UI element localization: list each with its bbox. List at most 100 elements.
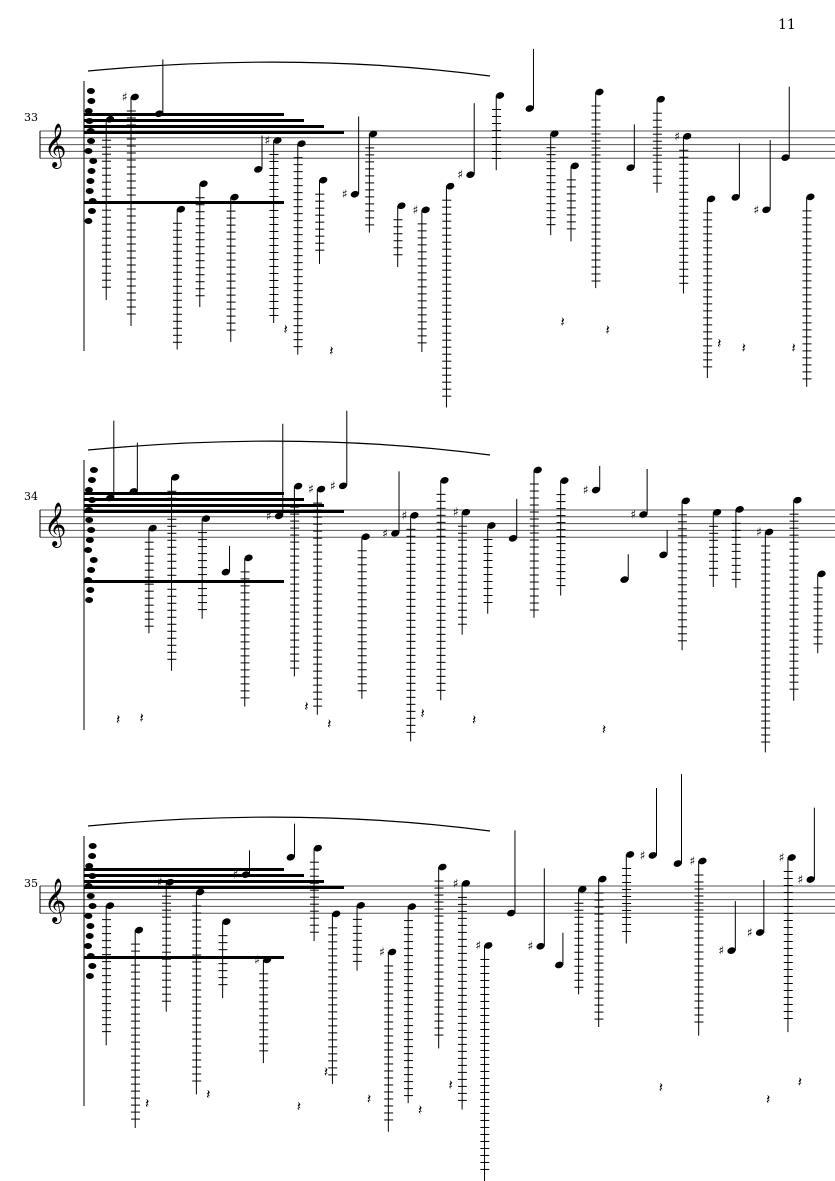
notehead bbox=[525, 105, 534, 112]
sharp-icon: ♯ bbox=[756, 525, 762, 539]
notehead bbox=[731, 193, 740, 201]
notehead bbox=[787, 854, 796, 861]
rest-icon: 𝄽 bbox=[283, 322, 287, 338]
beam bbox=[84, 131, 344, 134]
notehead bbox=[484, 942, 493, 949]
notehead bbox=[84, 487, 93, 493]
beam bbox=[84, 868, 284, 871]
notehead bbox=[148, 524, 157, 532]
notehead bbox=[254, 166, 263, 173]
sharp-icon: ♯ bbox=[254, 953, 260, 967]
notehead bbox=[407, 903, 417, 910]
rest-icon: 𝄽 bbox=[602, 722, 606, 738]
notehead bbox=[440, 477, 449, 484]
sharp-icon: ♯ bbox=[413, 203, 419, 217]
notehead bbox=[550, 130, 559, 138]
notehead bbox=[639, 511, 648, 518]
notehead bbox=[735, 506, 744, 513]
beam bbox=[84, 201, 284, 204]
measure-number-35: 35 bbox=[24, 877, 38, 890]
rest-icon: 𝄽 bbox=[791, 340, 795, 356]
notehead bbox=[391, 529, 400, 537]
notehead bbox=[286, 853, 295, 861]
sharp-icon: ♯ bbox=[798, 872, 804, 886]
notehead bbox=[86, 88, 95, 94]
notehead bbox=[297, 140, 306, 147]
rest-icon: 𝄽 bbox=[145, 1096, 149, 1112]
notehead bbox=[781, 154, 790, 161]
sharp-icon: ♯ bbox=[401, 508, 407, 522]
notehead bbox=[560, 477, 569, 484]
notehead bbox=[461, 880, 471, 887]
notehead bbox=[595, 88, 604, 96]
notehead bbox=[85, 597, 94, 603]
notehead bbox=[659, 551, 668, 559]
notehead bbox=[332, 910, 341, 918]
rest-icon: 𝄽 bbox=[140, 711, 144, 727]
notehead bbox=[817, 570, 826, 578]
notehead bbox=[648, 852, 657, 859]
notehead bbox=[570, 162, 579, 170]
notehead bbox=[673, 860, 682, 867]
beam bbox=[84, 886, 344, 889]
notehead bbox=[350, 190, 359, 198]
sharp-icon: ♯ bbox=[122, 90, 128, 104]
notehead bbox=[361, 533, 370, 541]
notehead bbox=[87, 208, 96, 214]
beam bbox=[84, 492, 284, 495]
notehead bbox=[105, 494, 115, 502]
notehead bbox=[806, 193, 815, 201]
notehead bbox=[487, 522, 496, 529]
notehead bbox=[230, 193, 239, 201]
notehead bbox=[88, 963, 97, 969]
notehead bbox=[508, 534, 518, 542]
notehead bbox=[681, 497, 690, 505]
rest-icon: 𝄽 bbox=[420, 706, 424, 722]
beam bbox=[84, 498, 304, 501]
notehead bbox=[85, 973, 94, 979]
notehead bbox=[165, 878, 175, 886]
notehead bbox=[806, 876, 815, 883]
notehead bbox=[244, 554, 253, 562]
rest-icon: 𝄽 bbox=[367, 1092, 371, 1108]
notehead bbox=[461, 508, 471, 516]
notehead bbox=[369, 130, 378, 138]
sharp-icon: ♯ bbox=[453, 505, 459, 519]
rest-icon: 𝄽 bbox=[304, 699, 308, 715]
rest-icon: 𝄽 bbox=[418, 1103, 422, 1119]
notehead bbox=[86, 178, 95, 184]
slur bbox=[87, 440, 491, 456]
notehead bbox=[105, 902, 115, 909]
beam bbox=[84, 113, 284, 116]
rest-icon: 𝄽 bbox=[472, 713, 476, 729]
notehead bbox=[319, 176, 328, 184]
sharp-icon: ♯ bbox=[379, 945, 385, 959]
sharp-icon: ♯ bbox=[157, 875, 163, 889]
notehead bbox=[765, 528, 774, 536]
notehead bbox=[446, 182, 455, 190]
notehead bbox=[154, 110, 164, 118]
beam bbox=[84, 880, 324, 883]
notehead bbox=[421, 206, 430, 214]
notehead bbox=[591, 486, 601, 494]
notehead bbox=[86, 587, 95, 593]
notehead bbox=[727, 947, 736, 954]
notehead bbox=[620, 576, 629, 583]
notehead bbox=[388, 948, 397, 956]
notehead bbox=[221, 568, 230, 576]
notehead bbox=[134, 926, 144, 934]
sharp-icon: ♯ bbox=[475, 938, 481, 952]
page-number: 11 bbox=[778, 17, 796, 33]
notehead bbox=[86, 923, 95, 929]
notehead bbox=[793, 496, 802, 504]
sharp-icon: ♯ bbox=[457, 168, 463, 182]
notehead bbox=[85, 863, 94, 869]
treble-clef-icon: 𝄞 bbox=[44, 123, 66, 169]
rest-icon: 𝄽 bbox=[798, 1075, 802, 1091]
notehead bbox=[578, 885, 587, 893]
notehead bbox=[294, 482, 303, 490]
rest-icon: 𝄽 bbox=[324, 1065, 328, 1081]
notehead bbox=[397, 202, 406, 210]
notehead bbox=[762, 206, 771, 214]
beam bbox=[84, 504, 324, 507]
